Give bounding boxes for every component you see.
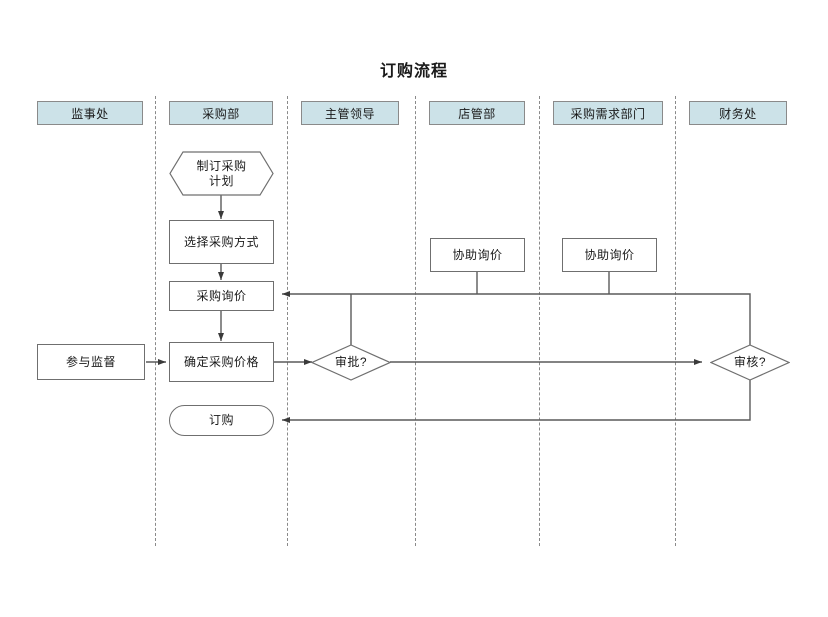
lane-header-requester: 采购需求部门 bbox=[553, 101, 663, 125]
node-select-method-label: 选择采购方式 bbox=[183, 234, 259, 249]
lane-header-label: 财务处 bbox=[719, 106, 757, 121]
node-inquiry-label: 采购询价 bbox=[196, 288, 247, 303]
conn-audit-to-order bbox=[282, 379, 751, 423]
node-assist-store-label: 协助询价 bbox=[452, 247, 503, 262]
node-confirm-price-label: 确定采购价格 bbox=[183, 354, 259, 369]
node-supervise-label: 参与监督 bbox=[65, 354, 116, 369]
lane-header-label: 主管领导 bbox=[324, 106, 375, 121]
node-order[interactable]: 订购 bbox=[169, 405, 274, 436]
node-order-label: 订购 bbox=[208, 413, 234, 427]
lane-header-label: 店管部 bbox=[458, 106, 496, 121]
lane-header-leader: 主管领导 bbox=[301, 101, 399, 125]
lane-divider-5 bbox=[675, 96, 676, 546]
node-select-method[interactable]: 选择采购方式 bbox=[169, 220, 274, 264]
node-audit[interactable] bbox=[710, 344, 790, 381]
node-assist-request[interactable]: 协助询价 bbox=[562, 238, 657, 272]
node-plan[interactable] bbox=[169, 151, 274, 196]
lane-header-supervision: 监事处 bbox=[37, 101, 143, 125]
conn-audit-return-inquiry bbox=[282, 291, 751, 345]
node-assist-request-label: 协助询价 bbox=[584, 247, 635, 262]
lane-header-finance: 财务处 bbox=[689, 101, 787, 125]
lane-header-label: 采购需求部门 bbox=[570, 106, 646, 121]
page-title: 订购流程 bbox=[379, 63, 448, 80]
lane-divider-4 bbox=[539, 96, 540, 546]
lane-divider-1 bbox=[155, 96, 156, 546]
lane-header-purchasing: 采购部 bbox=[169, 101, 273, 125]
node-inquiry[interactable]: 采购询价 bbox=[169, 281, 274, 311]
lane-divider-2 bbox=[287, 96, 288, 546]
node-supervise[interactable]: 参与监督 bbox=[37, 344, 145, 380]
lane-header-label: 采购部 bbox=[202, 106, 240, 121]
lane-header-store: 店管部 bbox=[429, 101, 525, 125]
node-assist-store[interactable]: 协助询价 bbox=[430, 238, 525, 272]
node-confirm-price[interactable]: 确定采购价格 bbox=[169, 342, 274, 382]
lane-header-label: 监事处 bbox=[71, 106, 109, 121]
lane-divider-3 bbox=[415, 96, 416, 546]
node-approve[interactable] bbox=[311, 344, 391, 381]
